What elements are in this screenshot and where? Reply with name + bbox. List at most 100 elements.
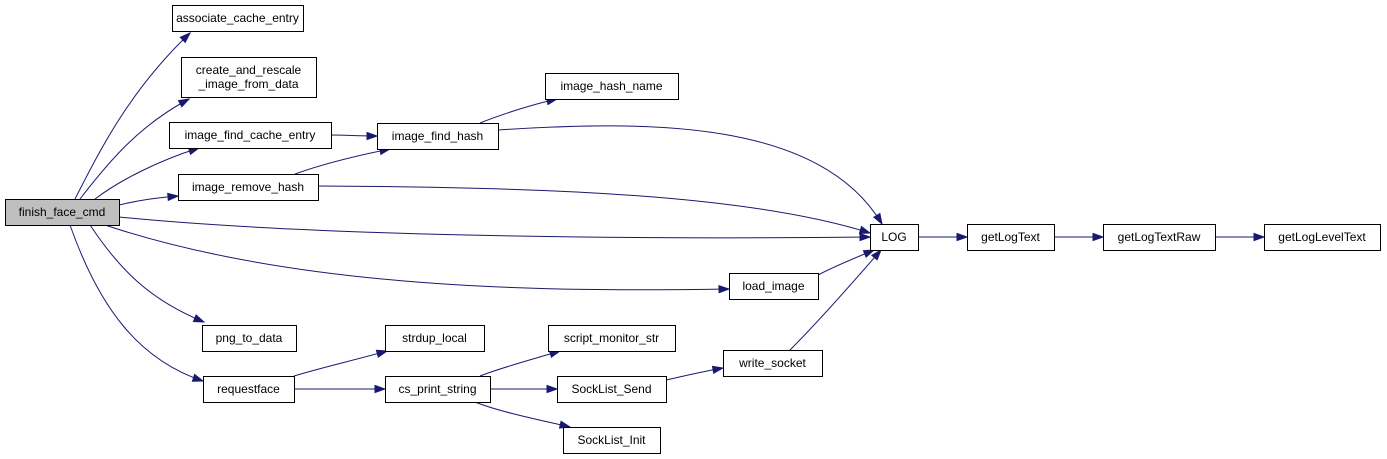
node-box [723,350,823,377]
node-label: load_image [742,279,804,293]
edge-finish_face_cmd-to-requestface [69,224,205,382]
node-label: create_and_rescale [196,63,302,77]
node-label: getLogText [981,230,1040,244]
node-finish_face_cmd[interactable]: finish_face_cmd [5,199,120,226]
node-box [172,5,304,32]
edge-finish_face_cmd-to-png_to_data [89,224,206,323]
node-label: write_socket [738,356,806,370]
node-image_remove_hash[interactable]: image_remove_hash [178,174,319,201]
arrowhead-icon [859,232,872,242]
node-script_monitor_str[interactable]: script_monitor_str [548,325,676,352]
arrowhead-icon [711,365,725,374]
node-label: getLogTextRaw [1118,230,1201,244]
arrowhead-icon [191,373,205,382]
node-cs_print_string[interactable]: cs_print_string [385,376,491,403]
arrowhead-icon [1253,232,1266,242]
edge-finish_face_cmd-to-associate_cache_entry [74,31,192,200]
node-image_find_hash[interactable]: image_find_hash [377,123,499,150]
edge-image_find_cache_entry-to-image_find_hash [330,131,379,141]
node-label: image_remove_hash [192,180,304,194]
edge-cs_print_string-to-script_monitor_str [479,349,562,377]
node-box [967,224,1055,251]
arrowhead-icon [375,349,389,358]
node-create_and_rescale_image_from_data[interactable]: create_and_rescale_image_from_data [181,57,317,98]
edge-SockList_Send-to-write_socket [665,365,725,381]
edge-image_find_hash-to-image_hash_name [479,97,559,124]
node-png_to_data[interactable]: png_to_data [202,325,297,352]
arrowhead-icon [956,232,969,242]
arrowhead-icon [718,285,731,294]
node-box [385,376,491,403]
node-box [563,427,661,454]
node-box [1103,224,1216,251]
edge-line [479,98,558,124]
edge-image_find_hash-to-LOG [497,125,883,226]
arrowhead-icon [873,212,883,226]
edge-cs_print_string-to-SockList_Init [474,401,572,429]
node-label: image_find_hash [392,129,483,143]
arrowhead-icon [167,192,180,202]
edge-line [89,224,205,323]
node-image_hash_name[interactable]: image_hash_name [545,73,679,100]
arrowhead-icon [858,225,872,234]
node-box [169,122,332,149]
node-label: image_find_cache_entry [185,128,316,142]
node-label: cs_print_string [398,382,476,396]
arrowhead-icon [179,31,192,44]
edge-line [104,224,730,291]
node-getLogText[interactable]: getLogText [967,224,1055,251]
node-box [1264,224,1381,251]
edge-line [294,148,391,175]
edges-layer [69,31,1266,429]
edge-requestface-to-strdup_local [293,349,389,377]
edge-line [317,185,871,234]
node-strdup_local[interactable]: strdup_local [385,325,485,352]
node-label: script_monitor_str [564,331,659,345]
node-SockList_Send[interactable]: SockList_Send [557,376,667,403]
node-label: requestface [217,382,280,396]
arrowhead-icon [177,98,191,108]
edge-LOG-to-getLogText [918,232,969,242]
node-requestface[interactable]: requestface [203,376,295,403]
arrowhead-icon [192,314,206,323]
nodes-layer: finish_face_cmd associate_cache_entrycrea… [5,5,1381,454]
edge-finish_face_cmd-to-image_remove_hash [118,192,180,206]
node-label: getLogLevelText [1278,230,1366,244]
edge-line [293,350,388,377]
node-associate_cache_entry[interactable]: associate_cache_entry [172,5,304,32]
node-label: SockList_Send [571,382,651,396]
node-label: associate_cache_entry [176,11,299,25]
node-LOG[interactable]: LOG [870,224,919,251]
edge-line [789,249,882,351]
arrowhead-icon [546,384,559,394]
edge-line [94,147,200,200]
node-box [548,325,676,352]
edge-line [79,98,190,200]
edge-image_remove_hash-to-image_find_hash [294,146,392,175]
edge-line [69,224,204,382]
node-box [203,376,295,403]
node-write_socket[interactable]: write_socket [723,350,823,377]
edge-load_image-to-LOG [817,249,876,276]
edge-finish_face_cmd-to-create_and_rescale_image_from_data [79,98,191,200]
node-label: strdup_local [402,331,467,345]
node-load_image[interactable]: load_image [729,273,819,300]
node-getLogLevelText[interactable]: getLogLevelText [1264,224,1381,251]
node-SockList_Init[interactable]: SockList_Init [563,427,661,454]
edge-image_remove_hash-to-LOG [317,185,872,234]
arrowhead-icon [1092,232,1105,242]
node-box [181,57,317,98]
edge-line [479,350,561,377]
edge-getLogText-to-getLogTextRaw [1054,232,1105,242]
node-image_find_cache_entry[interactable]: image_find_cache_entry [169,122,332,149]
arrowhead-icon [870,248,882,261]
edge-line [474,401,571,428]
node-getLogTextRaw[interactable]: getLogTextRaw [1103,224,1216,251]
node-label: finish_face_cmd [19,205,106,219]
edge-cs_print_string-to-SockList_Send [490,384,559,394]
node-box [385,325,485,352]
node-label: png_to_data [216,331,283,345]
node-label: LOG [881,230,906,244]
edge-line [118,216,871,239]
